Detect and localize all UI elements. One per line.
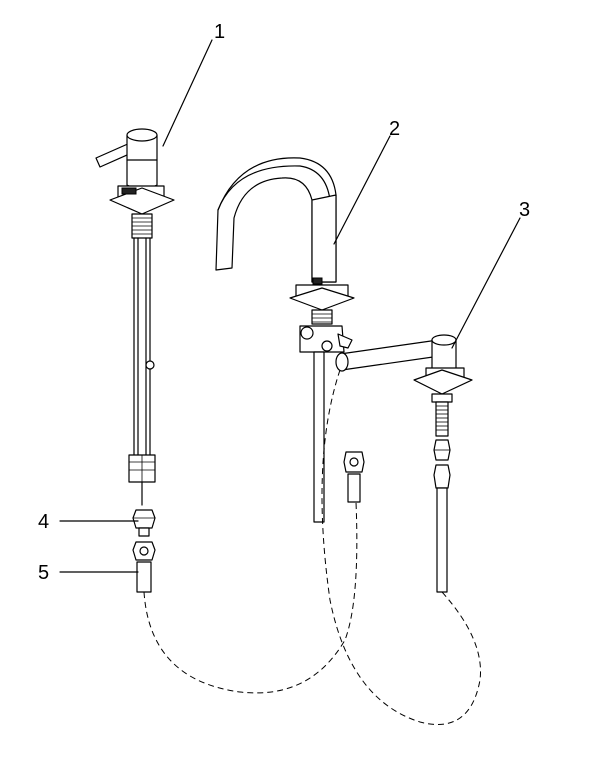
part-2-spout	[215, 157, 355, 523]
hose-route-dashed	[143, 369, 482, 725]
callout-3: 3	[519, 199, 530, 221]
part-4-adapter-fitting	[132, 509, 156, 537]
callout-4: 4	[38, 511, 49, 533]
callout-2: 2	[389, 118, 400, 140]
callout-leaders	[59, 39, 521, 573]
callout-1: 1	[214, 21, 225, 43]
part-1-lever-valve	[95, 128, 175, 506]
hose-fitting	[343, 451, 365, 503]
connecting-arm	[335, 339, 441, 372]
callout-5: 5	[38, 562, 49, 584]
part-3-diverter-valve	[413, 334, 473, 593]
part-5-nut-tailpipe	[132, 541, 156, 593]
